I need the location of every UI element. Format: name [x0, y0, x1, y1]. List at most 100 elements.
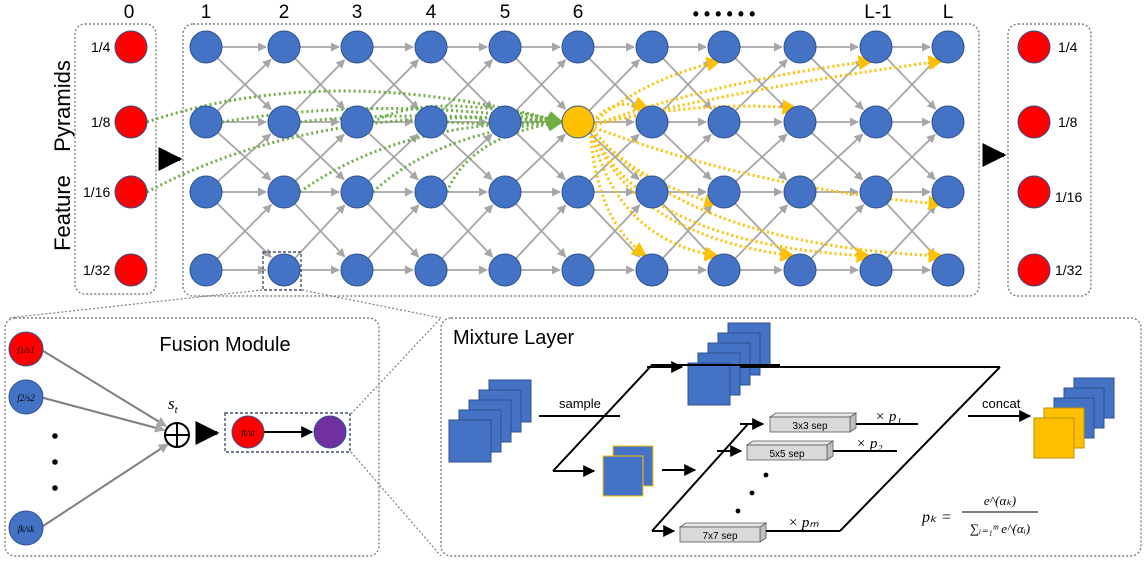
- weight-pm: × pₘ: [788, 515, 819, 531]
- grid-node: [859, 105, 893, 139]
- oplus-icon: [164, 422, 190, 448]
- grid-node: [488, 175, 522, 209]
- scale-label-in-2: 1/16: [83, 184, 110, 200]
- pyramid-nodes: [114, 30, 1051, 287]
- grid-node: [561, 253, 595, 287]
- grid-node: [267, 105, 301, 139]
- grid-edge: [368, 132, 419, 181]
- grid-node: [488, 105, 522, 139]
- grid-edge: [810, 59, 864, 112]
- feature-map: [602, 455, 644, 497]
- grid-edge: [216, 58, 272, 112]
- fusion-st-label: st: [168, 394, 179, 416]
- column-label-L: L: [943, 2, 954, 23]
- grid-edge: [886, 203, 937, 258]
- grid-edges: [216, 42, 937, 275]
- fusion-mixed-node: [313, 415, 347, 449]
- input-pyramid-node: [114, 175, 148, 209]
- green-flow-path: [371, 115, 564, 194]
- grid-edge: [216, 202, 272, 258]
- column-label-3: 3: [352, 2, 363, 23]
- mixture-layer-title: Mixture Layer: [453, 327, 574, 349]
- op-7x7-label: 7x7 sep: [702, 531, 737, 542]
- grid-edge: [886, 132, 936, 181]
- fusion-edge-3: [39, 443, 169, 529]
- grid-edge: [662, 59, 713, 112]
- scale-label-out-2: 1/16: [1055, 189, 1082, 205]
- grid-edge: [442, 133, 493, 182]
- grid-node: [189, 30, 223, 64]
- sampled-feature-stack-mid: [602, 445, 654, 497]
- grid-node: [414, 253, 448, 287]
- grid-node: [635, 175, 669, 209]
- output-pyramid-box: [1007, 23, 1092, 297]
- grid-edge: [588, 204, 641, 260]
- fusion-input-label-2: f2/s2: [17, 393, 35, 403]
- yellow-flow-path: [589, 99, 798, 128]
- grid-edge: [810, 57, 864, 110]
- zoom-line-fusion-to-mixture-bottom: [350, 451, 442, 557]
- supernet-box: [182, 23, 980, 297]
- grid-edge: [294, 59, 346, 112]
- green-flow-path: [146, 113, 564, 194]
- formula-denominator: ∑ᵢ₌₁ᵐ e^(αᵢ): [970, 521, 1030, 536]
- fusion-input-label-k: fk/sk: [18, 524, 35, 534]
- fusion-dot-1: [52, 433, 58, 439]
- grid-node: [635, 105, 669, 139]
- grid-node: [635, 30, 669, 64]
- fusion-output-box: [224, 412, 351, 453]
- grid-node: [414, 105, 448, 139]
- grid-node: [340, 175, 374, 209]
- grid-edge: [589, 133, 640, 182]
- fusion-dot-2: [52, 459, 58, 465]
- yellow-flow-path: [589, 124, 944, 211]
- grid-edge: [294, 204, 346, 259]
- column-label-0: 0: [124, 2, 135, 23]
- fusion-dot-3: [52, 485, 58, 491]
- grid-node: [189, 105, 223, 139]
- fusion-input-node-1: [8, 331, 44, 367]
- grid-node: [189, 253, 223, 287]
- scale-label-out-3: 1/32: [1055, 262, 1082, 278]
- grid-edge: [441, 57, 493, 110]
- op-7x7-sep: 7x7 sep: [678, 522, 768, 543]
- op-3x3-label: 3x3 sep: [792, 421, 827, 432]
- yellow-flows: [588, 55, 944, 263]
- fusion-output-label: ft/st: [241, 428, 255, 438]
- grid-edge: [734, 59, 788, 112]
- grid-edge: [294, 132, 345, 181]
- grid-edge: [441, 202, 494, 258]
- green-flow-path: [445, 116, 564, 193]
- yellow-flow-path: [589, 55, 874, 128]
- fusion-edge-2: [39, 396, 165, 433]
- grid-edge: [442, 132, 493, 181]
- feature-map: [687, 362, 731, 406]
- grid-edge: [588, 59, 640, 112]
- grid-edge: [735, 132, 788, 181]
- grid-edge: [734, 57, 788, 110]
- grid-edge: [734, 202, 789, 258]
- grid-edge: [662, 132, 712, 181]
- op-dot-1: [763, 472, 769, 478]
- grid-node: [931, 30, 965, 64]
- green-flow-path: [372, 104, 564, 127]
- grid-edge: [368, 133, 419, 182]
- split-path: [552, 364, 780, 472]
- grid-edge: [662, 203, 713, 258]
- grid-node: [707, 30, 741, 64]
- grid-node: [859, 30, 893, 64]
- grid-edge: [810, 202, 865, 258]
- grid-edge: [811, 133, 864, 182]
- zoom-line-right: [301, 289, 442, 319]
- scale-label-in-1: 1/8: [91, 114, 111, 130]
- output-pyramid-node: [1017, 105, 1051, 139]
- fusion-module-title: Fusion Module: [159, 334, 290, 356]
- grid-edge: [294, 133, 345, 182]
- grid-node: [340, 105, 374, 139]
- fusion-input-node-k: [8, 510, 44, 546]
- grid-node: [561, 175, 595, 209]
- fusion-edge-1: [39, 348, 167, 427]
- scale-label-out-0: 1/4: [1058, 39, 1078, 55]
- grid-edge: [367, 202, 420, 258]
- grid-node: [267, 253, 301, 287]
